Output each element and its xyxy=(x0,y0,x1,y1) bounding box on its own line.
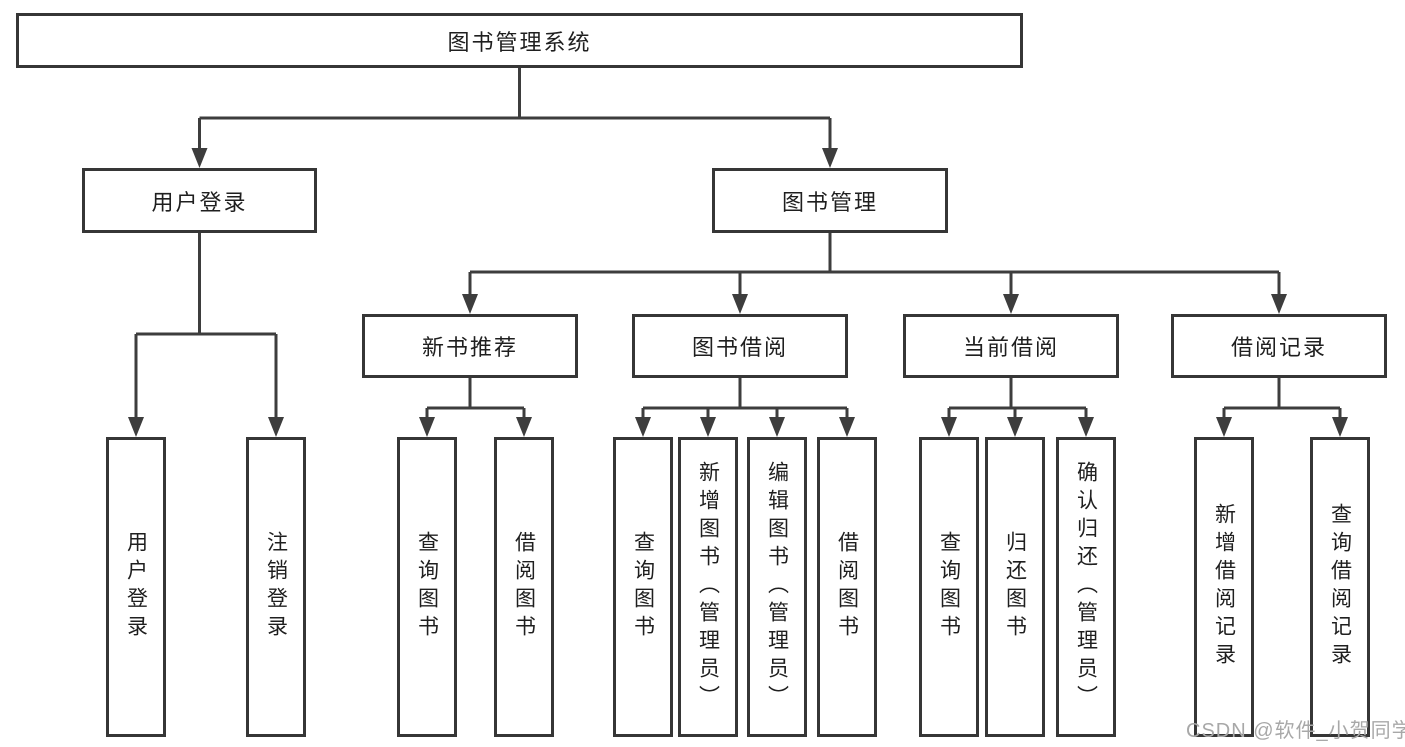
leaf-add-borrow-record: 新增借阅记录 xyxy=(1194,437,1254,737)
arrow-down-icon xyxy=(128,417,144,437)
node-library-management-system: 图书管理系统 xyxy=(16,13,1023,68)
node-user-login: 用户登录 xyxy=(82,168,317,233)
arrowheads xyxy=(128,148,1348,437)
arrow-down-icon xyxy=(516,417,532,437)
leaf-borrow-books: 借阅图书 xyxy=(817,437,877,737)
arrow-down-icon xyxy=(419,417,435,437)
connector-borrow-records xyxy=(1222,378,1342,419)
node-current-borrow: 当前借阅 xyxy=(903,314,1119,378)
leaf-edit-books-admin: 编辑图书（管理员） xyxy=(747,437,807,737)
arrow-down-icon xyxy=(1078,417,1094,437)
arrow-down-icon xyxy=(822,148,838,168)
connector-user-login xyxy=(134,233,278,419)
connector-book-borrow xyxy=(641,378,849,419)
leaf-add-books-admin: 新增图书（管理员） xyxy=(678,437,738,737)
node-new-book-recommend: 新书推荐 xyxy=(362,314,578,378)
leaf-query-books-current: 查询图书 xyxy=(919,437,979,737)
arrow-down-icon xyxy=(1007,417,1023,437)
leaf-return-books: 归还图书 xyxy=(985,437,1045,737)
arrow-down-icon xyxy=(268,417,284,437)
arrow-down-icon xyxy=(1003,294,1019,314)
arrow-down-icon xyxy=(700,417,716,437)
arrow-down-icon xyxy=(1216,417,1232,437)
connector-root xyxy=(198,68,832,150)
csdn-watermark: CSDN @软件_小贺同学 xyxy=(1186,720,1405,742)
arrow-down-icon xyxy=(1332,417,1348,437)
leaf-query-books-recommend: 查询图书 xyxy=(397,437,457,737)
arrow-down-icon xyxy=(732,294,748,314)
connector-new-book-recommend xyxy=(425,378,526,419)
node-borrow-records: 借阅记录 xyxy=(1171,314,1387,378)
arrow-down-icon xyxy=(941,417,957,437)
leaf-logout: 注销登录 xyxy=(246,437,306,737)
arrow-down-icon xyxy=(1271,294,1287,314)
leaf-query-borrow-record: 查询借阅记录 xyxy=(1310,437,1370,737)
leaf-borrow-books-recommend: 借阅图书 xyxy=(494,437,554,737)
arrow-down-icon xyxy=(462,294,478,314)
arrow-down-icon xyxy=(839,417,855,437)
arrow-down-icon xyxy=(769,417,785,437)
connector-book-management xyxy=(468,233,1281,296)
leaf-user-login: 用户登录 xyxy=(106,437,166,737)
leaf-confirm-return-admin: 确认归还（管理员） xyxy=(1056,437,1116,737)
node-book-management: 图书管理 xyxy=(712,168,948,233)
node-book-borrow: 图书借阅 xyxy=(632,314,848,378)
leaf-query-books-borrow: 查询图书 xyxy=(613,437,673,737)
arrow-down-icon xyxy=(635,417,651,437)
connector-current-borrow xyxy=(947,378,1088,419)
arrow-down-icon xyxy=(191,148,208,168)
